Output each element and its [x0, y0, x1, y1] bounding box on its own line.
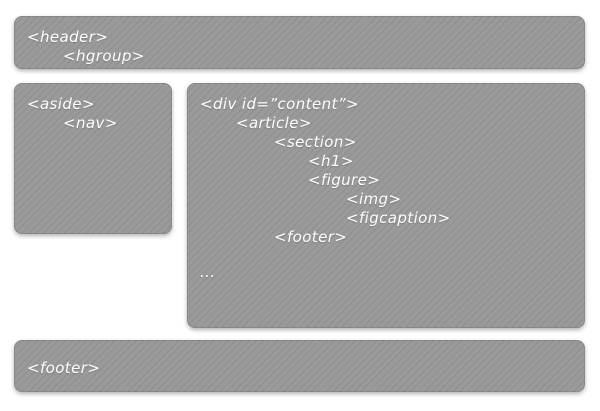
tag-article: <article>: [236, 114, 312, 132]
tag-figure: <figure>: [308, 171, 381, 189]
footer-box: <footer>: [14, 340, 585, 392]
tag-h1: <h1>: [308, 152, 354, 170]
tag-figcaption: <figcaption>: [346, 209, 451, 227]
tag-aside: <aside>: [27, 95, 95, 113]
tag-div-content: <div id=”content”>: [200, 95, 359, 113]
ellipsis: ...: [200, 263, 216, 281]
tag-footer: <footer>: [27, 359, 101, 377]
tag-section: <section>: [274, 133, 357, 151]
tag-img: <img>: [346, 190, 402, 208]
aside-box: <aside> <nav>: [14, 83, 172, 234]
header-box: <header> <hgroup>: [14, 16, 585, 69]
tag-hgroup: <hgroup>: [63, 47, 145, 65]
tag-nav: <nav>: [63, 114, 118, 132]
tag-header: <header>: [27, 28, 109, 46]
content-box: <div id=”content”> <article> <section> <…: [187, 83, 585, 328]
tag-article-footer: <footer>: [274, 228, 348, 246]
